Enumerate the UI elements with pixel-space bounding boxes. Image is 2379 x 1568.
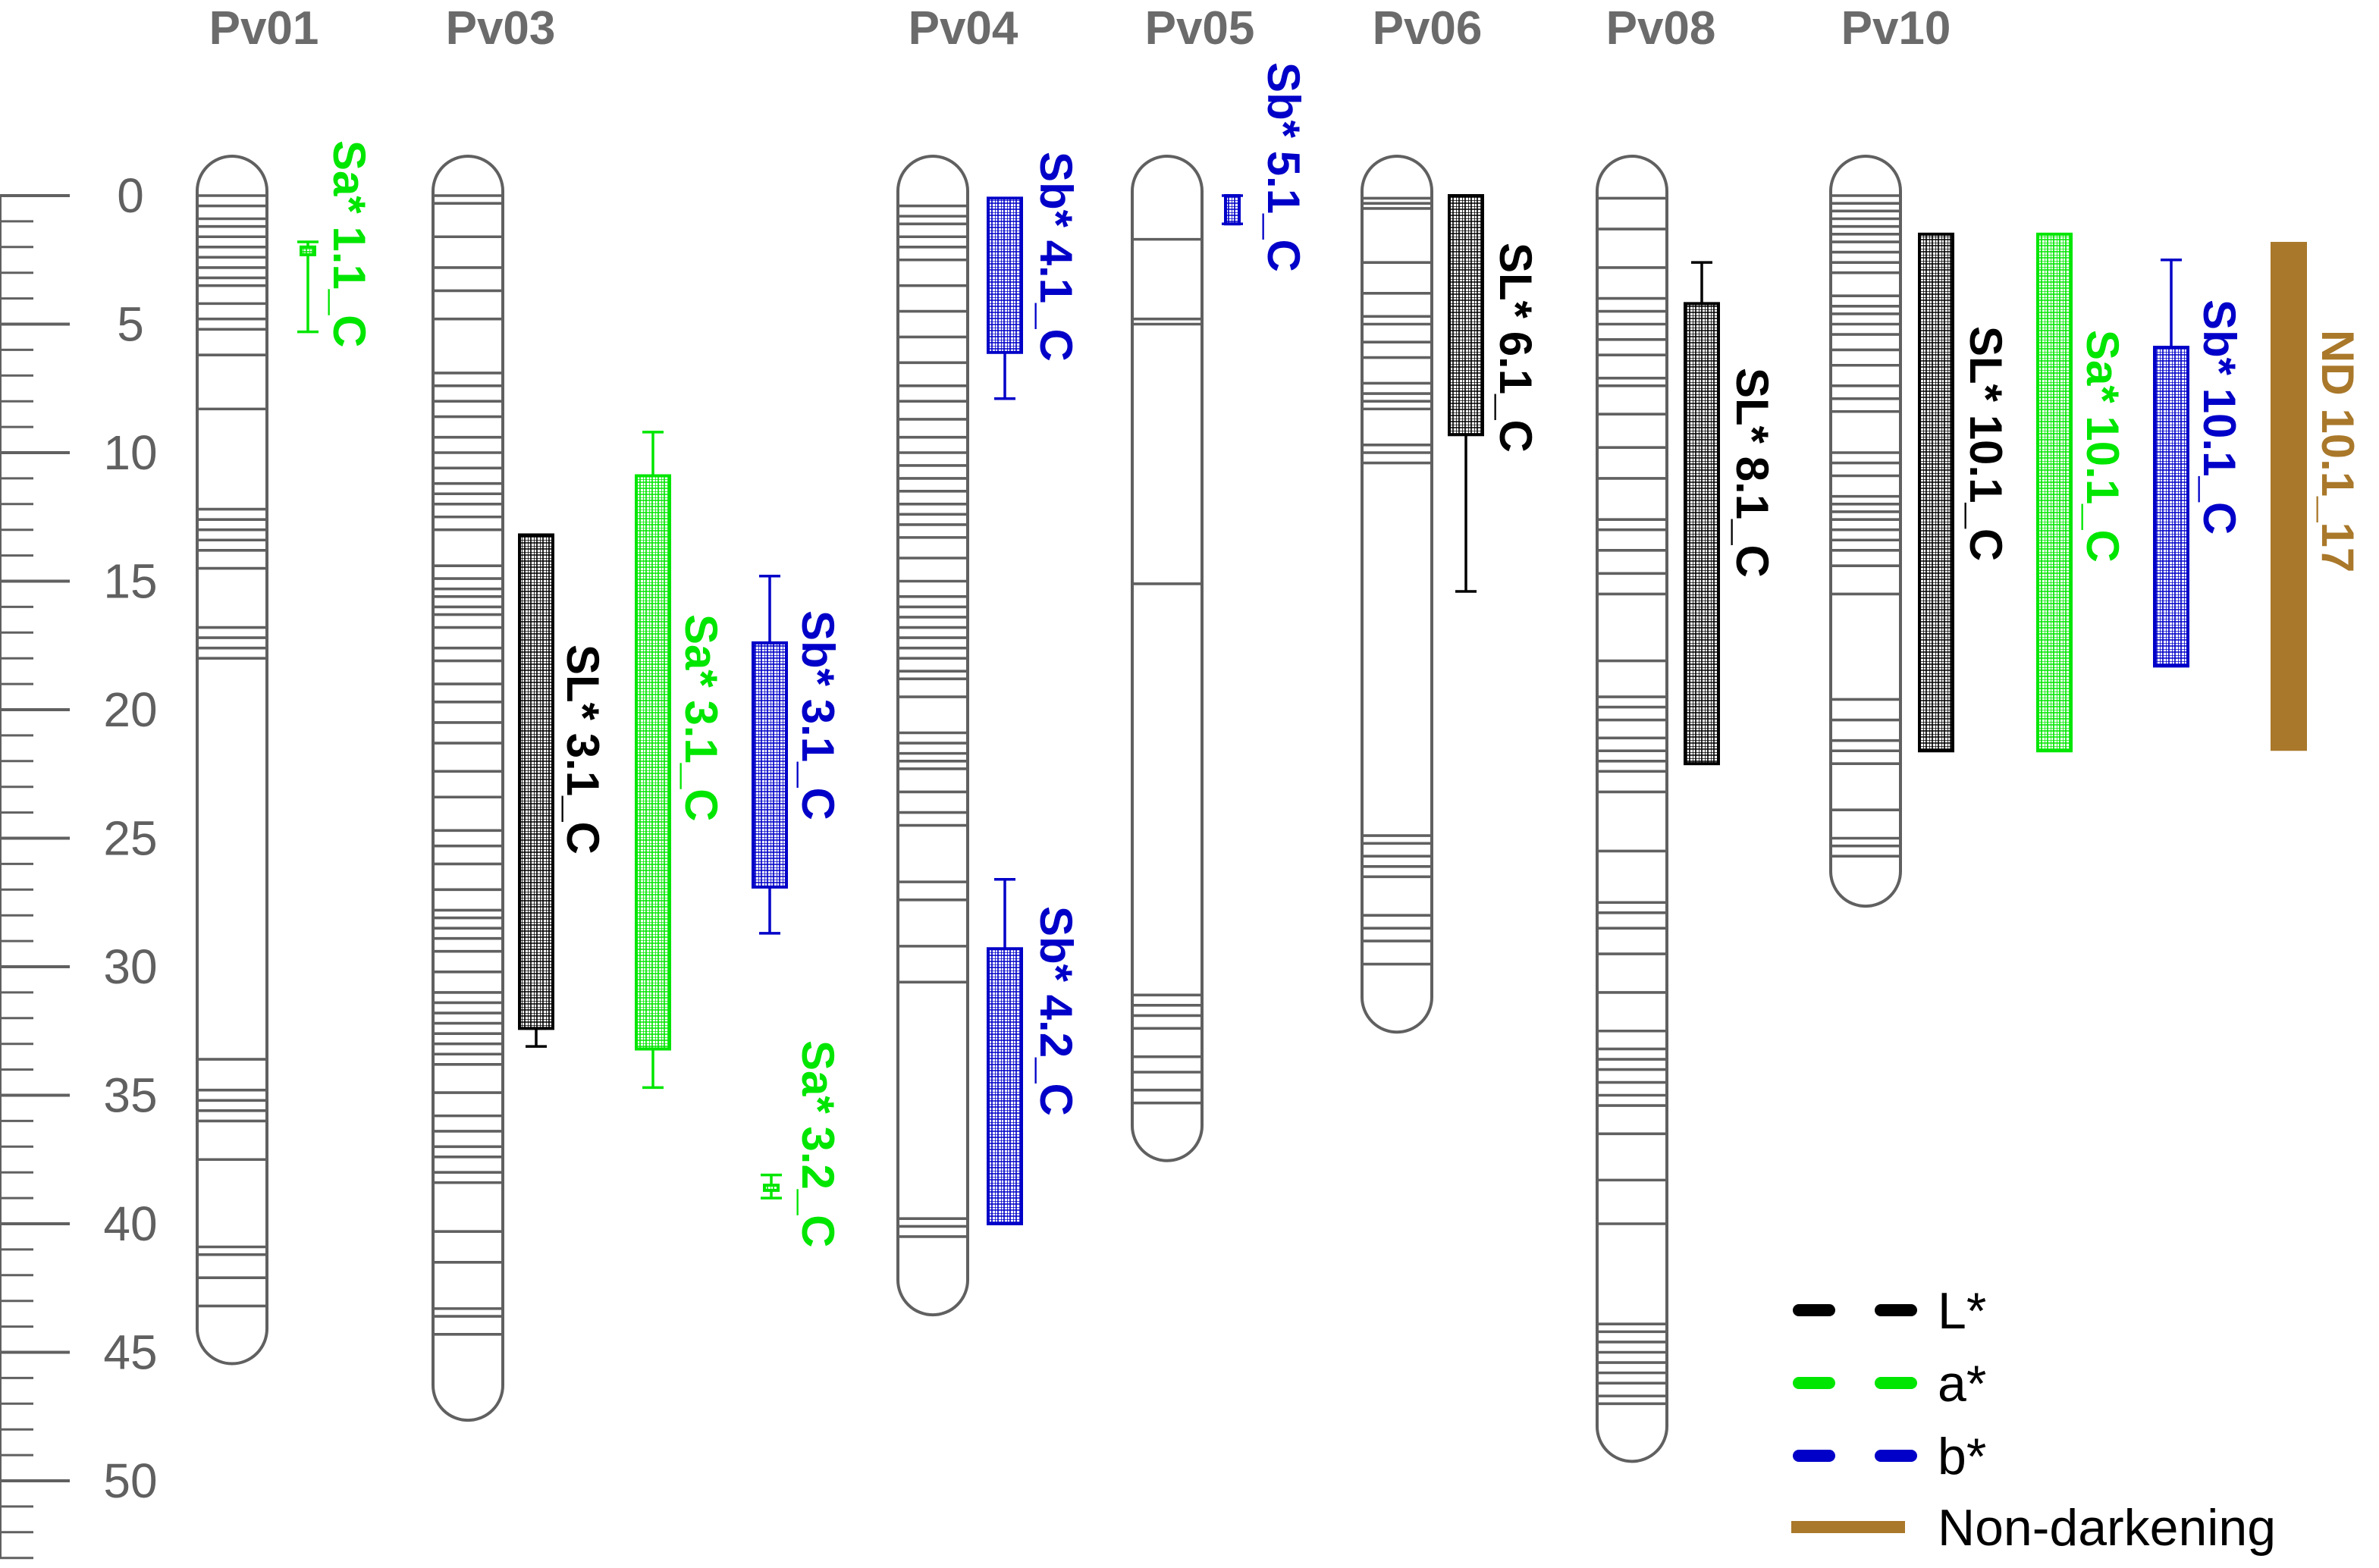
qtl-label-sb-4-1: Sb* 4.1_C — [1031, 152, 1081, 362]
qtl-label-sl-6-1: SL* 6.1_C — [1490, 243, 1541, 453]
qtl-label-sb-5-1: Sb* 5.1_C — [1258, 62, 1309, 272]
qtl-label-sb-4-2: Sb* 4.2_C — [1031, 906, 1081, 1116]
chromosome-body — [196, 155, 268, 1366]
qtl-sb-4-2 — [987, 877, 1023, 1226]
axis-tick-label: 10 — [103, 425, 157, 480]
chrom-title-pv06: Pv06 — [1373, 2, 1483, 55]
qtl-label-nd-10-1: ND 10.1_17 — [2312, 330, 2363, 572]
chromosome-body — [1361, 155, 1433, 1034]
chromosome-pv05 — [1131, 155, 1204, 1162]
qtl-label-sa-10-1: Sa* 10.1_C — [2077, 330, 2128, 563]
qtl-intervals — [297, 194, 2307, 1226]
qtl-box — [987, 947, 1023, 1226]
qtl-sb-10-1 — [2153, 259, 2189, 668]
chrom-title-pv01: Pv01 — [209, 2, 319, 55]
qtl-sl-6-1 — [1448, 194, 1484, 593]
axis-tick-label: 50 — [103, 1454, 157, 1508]
qtl-box — [2153, 346, 2189, 668]
legend-label-a: a* — [1938, 1355, 1986, 1413]
qtl-sb-5-1 — [1222, 194, 1243, 226]
qtl-box — [2036, 232, 2073, 753]
qtl-box — [1448, 194, 1484, 437]
qtl-box — [987, 196, 1023, 354]
axis-tick-label: 15 — [103, 554, 157, 609]
qtl-label-sa-3-1: Sa* 3.1_C — [676, 614, 727, 822]
qtl-sa-10-1 — [2036, 232, 2073, 753]
legend-label-l: L* — [1938, 1282, 1986, 1340]
axis-tick-label: 20 — [103, 682, 157, 737]
legend-item-b: b* — [1793, 1428, 1986, 1485]
chromosome-pv10 — [1829, 155, 1902, 908]
chrom-title-pv04: Pv04 — [909, 2, 1018, 55]
qtl-sa-1-1 — [297, 240, 319, 334]
qtl-box — [300, 245, 316, 256]
qtl-sb-3-1 — [752, 574, 788, 935]
chromosome-body — [1131, 155, 1204, 1162]
chromosome-pv04 — [896, 155, 969, 1317]
chrom-title-pv03: Pv03 — [446, 2, 556, 55]
qtl-sl-10-1 — [1918, 232, 1954, 753]
qtl-box — [1684, 302, 1720, 766]
qtl-labels: Sa* 1.1_C SL* 3.1_C Sa* 3.1_C Sb* 3.1_C … — [324, 62, 2363, 1248]
legend-item-l: L* — [1793, 1282, 1986, 1340]
axis-tick-label: 0 — [117, 168, 144, 223]
legend: L* a* b* Non-darkening — [1791, 1282, 2276, 1557]
chromosome-body — [1829, 155, 1902, 908]
legend-item-nd: Non-darkening — [1791, 1499, 2276, 1557]
chrom-title-pv05: Pv05 — [1145, 2, 1255, 55]
qtl-label-sa-3-2: Sa* 3.2_C — [792, 1040, 843, 1248]
chromosome-body — [1596, 155, 1668, 1463]
qtl-sa-3-1 — [635, 431, 671, 1090]
chromosome-pv06 — [1361, 155, 1433, 1034]
qtl-nd-10-1 — [2271, 242, 2307, 751]
qtl-label-sa-1-1: Sa* 1.1_C — [324, 140, 375, 348]
qtl-box — [1224, 194, 1241, 226]
chromosome-pv08 — [1596, 155, 1668, 1463]
legend-label-nd: Non-darkening — [1938, 1499, 2276, 1557]
qtl-sl-3-1 — [518, 533, 554, 1048]
qtl-label-sl-10-1: SL* 10.1_C — [1960, 326, 2011, 561]
qtl-box — [1918, 232, 1954, 753]
axis-tick-label: 40 — [103, 1196, 157, 1251]
chromosomes — [196, 155, 1902, 1463]
qtl-sa-3-2 — [761, 1173, 782, 1200]
qtl-label-sb-10-1: Sb* 10.1_C — [2194, 299, 2245, 535]
qtl-box — [635, 474, 671, 1051]
qtl-box — [763, 1184, 780, 1192]
qtl-label-sl-3-1: SL* 3.1_C — [557, 644, 608, 855]
qtl-sb-4-1 — [987, 196, 1023, 400]
qtl-label-sb-3-1: Sb* 3.1_C — [792, 610, 843, 820]
qtl-bar — [2271, 242, 2307, 751]
qtl-label-sl-8-1: SL* 8.1_C — [1727, 368, 1778, 578]
chromosome-pv03 — [432, 155, 504, 1422]
legend-label-b: b* — [1938, 1428, 1986, 1485]
axis-tick-label: 35 — [103, 1068, 157, 1123]
chromosome-pv01 — [196, 155, 268, 1366]
chromosome-titles: Pv01 Pv03 Pv04 Pv05 Pv06 Pv08 Pv10 — [209, 2, 1951, 55]
chromosome-body — [896, 155, 969, 1317]
cm-scale-axis: 0 5 10 15 20 25 30 35 40 45 50 — [0, 168, 158, 1560]
axis-tick-label: 5 — [117, 297, 144, 352]
legend-item-a: a* — [1793, 1355, 1986, 1413]
axis-tick-label: 25 — [103, 811, 157, 866]
chrom-title-pv10: Pv10 — [1841, 2, 1951, 55]
chromosome-body — [432, 155, 504, 1422]
chrom-title-pv08: Pv08 — [1606, 2, 1716, 55]
qtl-box — [752, 641, 788, 889]
qtl-box — [518, 533, 554, 1030]
axis-tick-label: 30 — [103, 939, 157, 994]
qtl-sl-8-1 — [1684, 261, 1720, 766]
axis-tick-label: 45 — [103, 1325, 157, 1380]
